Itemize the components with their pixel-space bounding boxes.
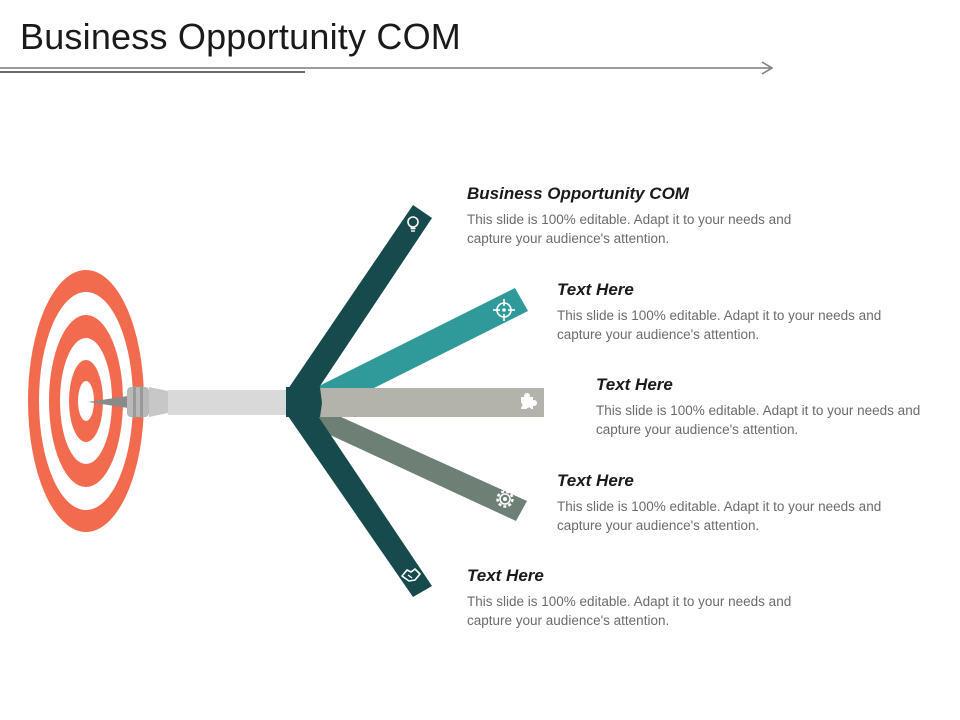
crosshair-icon — [493, 299, 515, 321]
text-block-3: Text Here This slide is 100% editable. A… — [596, 375, 936, 439]
flight-bar-2 — [303, 288, 528, 417]
text-block-4-heading: Text Here — [557, 471, 634, 490]
text-block-1-body: This slide is 100% editable. Adapt it to… — [467, 212, 792, 246]
flight-bars — [286, 205, 544, 597]
flight-bar-4 — [302, 403, 527, 521]
text-block-5-heading: Text Here — [467, 566, 544, 585]
text-block-4: Text Here This slide is 100% editable. A… — [557, 471, 897, 535]
gear-icon — [496, 490, 514, 508]
text-block-2-body: This slide is 100% editable. Adapt it to… — [557, 308, 882, 342]
text-block-1: Business Opportunity COM This slide is 1… — [467, 184, 807, 248]
title-underline-arrow — [0, 61, 774, 75]
text-block-3-heading: Text Here — [596, 375, 673, 394]
dart — [88, 386, 290, 418]
text-block-3-body: This slide is 100% editable. Adapt it to… — [596, 403, 921, 437]
text-block-5: Text Here This slide is 100% editable. A… — [467, 566, 807, 630]
text-block-5-body: This slide is 100% editable. Adapt it to… — [467, 594, 792, 628]
flight-bar-1 — [288, 205, 432, 389]
puzzle-icon — [517, 393, 537, 413]
text-block-2: Text Here This slide is 100% editable. A… — [557, 280, 897, 344]
text-block-2-heading: Text Here — [557, 280, 634, 299]
flight-bar-5 — [288, 416, 432, 597]
lightbulb-icon — [407, 216, 419, 232]
text-block-4-body: This slide is 100% editable. Adapt it to… — [557, 499, 882, 533]
handshake-icon — [401, 568, 421, 582]
flight-hub — [286, 387, 322, 417]
target-board — [28, 270, 144, 532]
text-block-1-heading: Business Opportunity COM — [467, 184, 689, 203]
page-title: Business Opportunity COM — [20, 16, 461, 57]
flight-bar-3 — [300, 388, 544, 417]
